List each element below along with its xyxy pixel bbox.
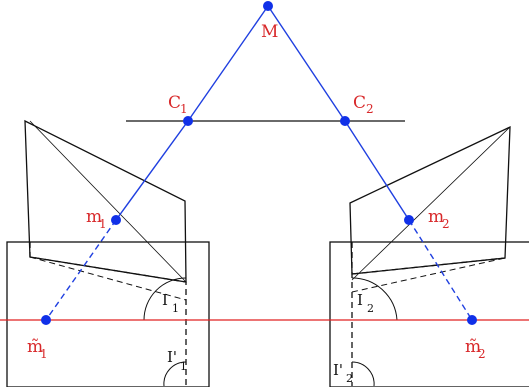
point-m1-tilde (41, 315, 51, 325)
ray-m1-to-m1tilde (45, 219, 117, 321)
label-I1: I (162, 291, 168, 309)
right-projection-dashed (351, 257, 506, 293)
ray-M-to-C2 (267, 5, 346, 122)
label-m2-tilde: m̃ (465, 337, 481, 357)
label-m1-sub: 1 (99, 217, 107, 231)
angle-arc-I2 (351, 277, 398, 321)
label-I1-prime: I' (167, 348, 177, 366)
label-C2: C (353, 93, 366, 113)
label-I2-prime: I' (333, 361, 343, 379)
left-plane-diagonal (29, 120, 187, 283)
left-projection-dashed (29, 256, 187, 301)
ray-C2-to-m2 (344, 120, 410, 221)
right-plane-diagonal (351, 126, 511, 281)
point-C2 (340, 116, 350, 126)
label-m2-sub: 2 (442, 217, 450, 231)
point-M (263, 1, 273, 11)
angle-arc-I1 (143, 277, 187, 321)
left-original-image-plane (24, 119, 187, 283)
angle-arc-I2-prime (351, 361, 375, 387)
label-C2-sub: 2 (366, 102, 374, 116)
right-original-image-plane (349, 125, 511, 275)
label-M: M (261, 22, 278, 42)
label-C1-sub: 1 (180, 102, 188, 116)
point-m2-tilde (467, 315, 477, 325)
label-m1-tilde-sub: 1 (40, 347, 48, 361)
left-rectified-image-rect (6, 241, 210, 387)
left-plane-hidden-edges (29, 242, 187, 386)
ray-C1-to-m1 (115, 120, 189, 221)
right-rectified-image-rect (329, 241, 529, 387)
label-m2-tilde-sub: 2 (478, 347, 486, 361)
label-C1: C (168, 93, 181, 113)
label-m2: m (428, 207, 444, 227)
ray-m2-to-m2tilde (408, 219, 473, 321)
label-I2-sub: 2 (367, 302, 374, 315)
label-m1-tilde: m̃ (27, 337, 43, 357)
ray-M-to-C1 (187, 5, 269, 122)
label-m1: m (86, 207, 102, 227)
point-m2 (404, 215, 414, 225)
angle-arc-I1-prime (163, 361, 187, 387)
label-I2: I (357, 291, 363, 309)
point-C1 (183, 116, 193, 126)
label-I1-sub: 1 (172, 302, 179, 315)
point-m1 (111, 215, 121, 225)
label-I1-prime-sub: 1 (180, 360, 187, 373)
label-I2-prime-sub: 2 (346, 372, 353, 385)
